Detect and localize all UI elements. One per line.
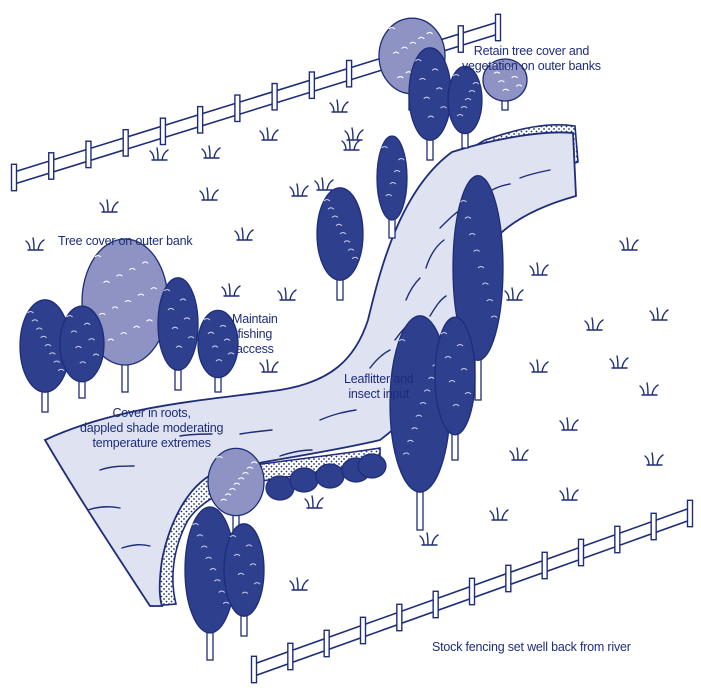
label-line: access (232, 342, 278, 357)
grass-tuft (200, 188, 218, 200)
grass-tuft (100, 200, 118, 212)
label-line: temperature extremes (80, 436, 223, 451)
grass-tuft (26, 238, 44, 250)
grass-tuft (530, 263, 548, 275)
label-line: dappled shade moderating (80, 421, 223, 436)
grass-tuft (278, 288, 296, 300)
grass-tuft (202, 146, 220, 158)
grass-tuft (560, 488, 578, 500)
grass-tuft (345, 128, 363, 140)
shrub (316, 464, 344, 488)
label-line: Tree cover on outer bank (58, 234, 192, 249)
label-tree-cover-outer-bank: Tree cover on outer bank (58, 234, 192, 249)
grass-tuft (305, 496, 323, 508)
grass-tuft (640, 383, 658, 395)
grass-tuft (222, 284, 240, 296)
grass-tuft (290, 184, 308, 196)
shrub (358, 454, 386, 478)
label-stock-fencing: Stock fencing set well back from river (432, 640, 631, 655)
label-line: vegetation on outer banks (462, 59, 601, 74)
grass-tuft (505, 288, 523, 300)
grass-tuft (650, 308, 668, 320)
label-line: Stock fencing set well back from river (432, 640, 631, 655)
grass-tuft (585, 318, 603, 330)
fence (252, 500, 693, 682)
label-leaflitter: Leaflitter and insect input (344, 372, 413, 402)
tree (448, 66, 482, 148)
grass-tuft (330, 100, 348, 112)
grass-tuft (560, 418, 578, 430)
tree (158, 278, 198, 390)
label-retain-tree-cover: Retain tree cover and vegetation on oute… (462, 44, 601, 74)
label-line: Cover in roots, (80, 406, 223, 421)
grass-tuft (510, 448, 528, 460)
tree (224, 524, 264, 636)
grass-tuft (490, 508, 508, 520)
label-line: insect input (344, 387, 413, 402)
tree (409, 48, 451, 160)
grass-tuft (610, 356, 628, 368)
shrub (290, 468, 318, 492)
label-line: fishing (232, 327, 278, 342)
grass-tuft (420, 533, 438, 545)
label-line: Retain tree cover and (462, 44, 601, 59)
grass-tuft (530, 360, 548, 372)
grass-tuft (235, 228, 253, 240)
label-cover-in-roots: Cover in roots, dappled shade moderating… (80, 406, 223, 451)
grass-tuft (620, 238, 638, 250)
grass-tuft (150, 148, 168, 160)
label-line: Maintain (232, 312, 278, 327)
tree (317, 188, 363, 300)
label-maintain-fishing-access: Maintain fishing access (232, 312, 278, 357)
grass-tuft (260, 360, 278, 372)
grass-tuft (315, 178, 333, 190)
grass-tuft (645, 453, 663, 465)
grass-tuft (260, 128, 278, 140)
tree (60, 306, 104, 398)
grass-tuft (290, 578, 308, 590)
label-line: Leaflitter and (344, 372, 413, 387)
